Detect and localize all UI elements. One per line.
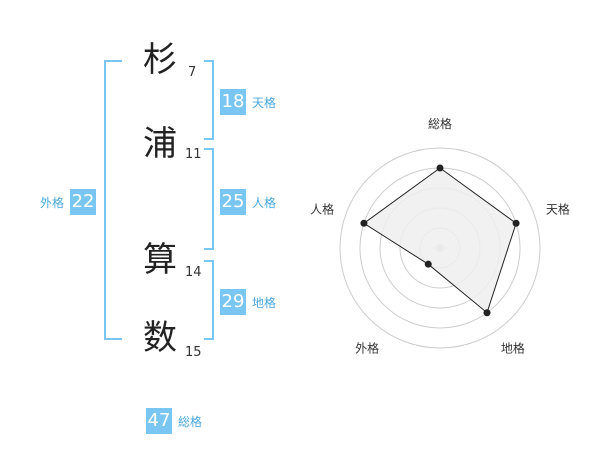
- radar-polygon: [363, 167, 517, 314]
- stroke-count-2: 11: [185, 147, 202, 162]
- radar-axis-label-3: 地格: [501, 340, 525, 355]
- chikaku-label: 地格: [252, 295, 277, 310]
- radar-axis-label-5: 人格: [310, 202, 334, 217]
- name-char-3: 算: [143, 240, 177, 280]
- radar-point-5: [360, 219, 368, 227]
- tenkaku-value: 18: [220, 89, 246, 115]
- soukaku-label: 総格: [178, 414, 203, 429]
- gaikaku-badge: 外格 22: [40, 189, 97, 215]
- gaikaku-value: 22: [70, 189, 97, 215]
- name-char-1: 杉: [143, 40, 177, 80]
- soukaku-value: 47: [146, 408, 172, 434]
- tenkaku-badge: 18 天格: [220, 89, 276, 115]
- jinkaku-badge: 25 人格: [220, 189, 276, 215]
- radar-point-2: [512, 219, 520, 227]
- radar-axis-label-1: 総格: [428, 116, 452, 131]
- jinkaku-label: 人格: [252, 195, 277, 210]
- stroke-count-1: 7: [188, 65, 197, 80]
- name-char-2: 浦: [143, 124, 177, 164]
- tenkaku-bracket: [204, 60, 214, 140]
- chikaku-badge: 29 地格: [220, 289, 276, 315]
- radar-axis-label-4: 外格: [355, 340, 379, 355]
- stroke-count-3: 14: [185, 265, 202, 280]
- gaikaku-label: 外格: [40, 195, 65, 210]
- radar-grid-ring: [339, 147, 541, 349]
- soukaku-badge: 47 総格: [146, 408, 202, 434]
- radar-point-3: [483, 309, 491, 317]
- stroke-count-4: 15: [185, 345, 202, 360]
- name-char-4: 数: [143, 318, 177, 358]
- radar-point-1: [436, 164, 444, 172]
- radar-axis-label-2: 天格: [546, 202, 570, 217]
- tenkaku-label: 天格: [252, 95, 277, 110]
- jinkaku-value: 25: [220, 189, 246, 215]
- chikaku-bracket: [204, 260, 214, 340]
- chikaku-value: 29: [220, 289, 246, 315]
- jinkaku-bracket: [204, 148, 214, 250]
- gaikaku-bracket: [104, 60, 122, 340]
- radar-point-4: [424, 260, 432, 268]
